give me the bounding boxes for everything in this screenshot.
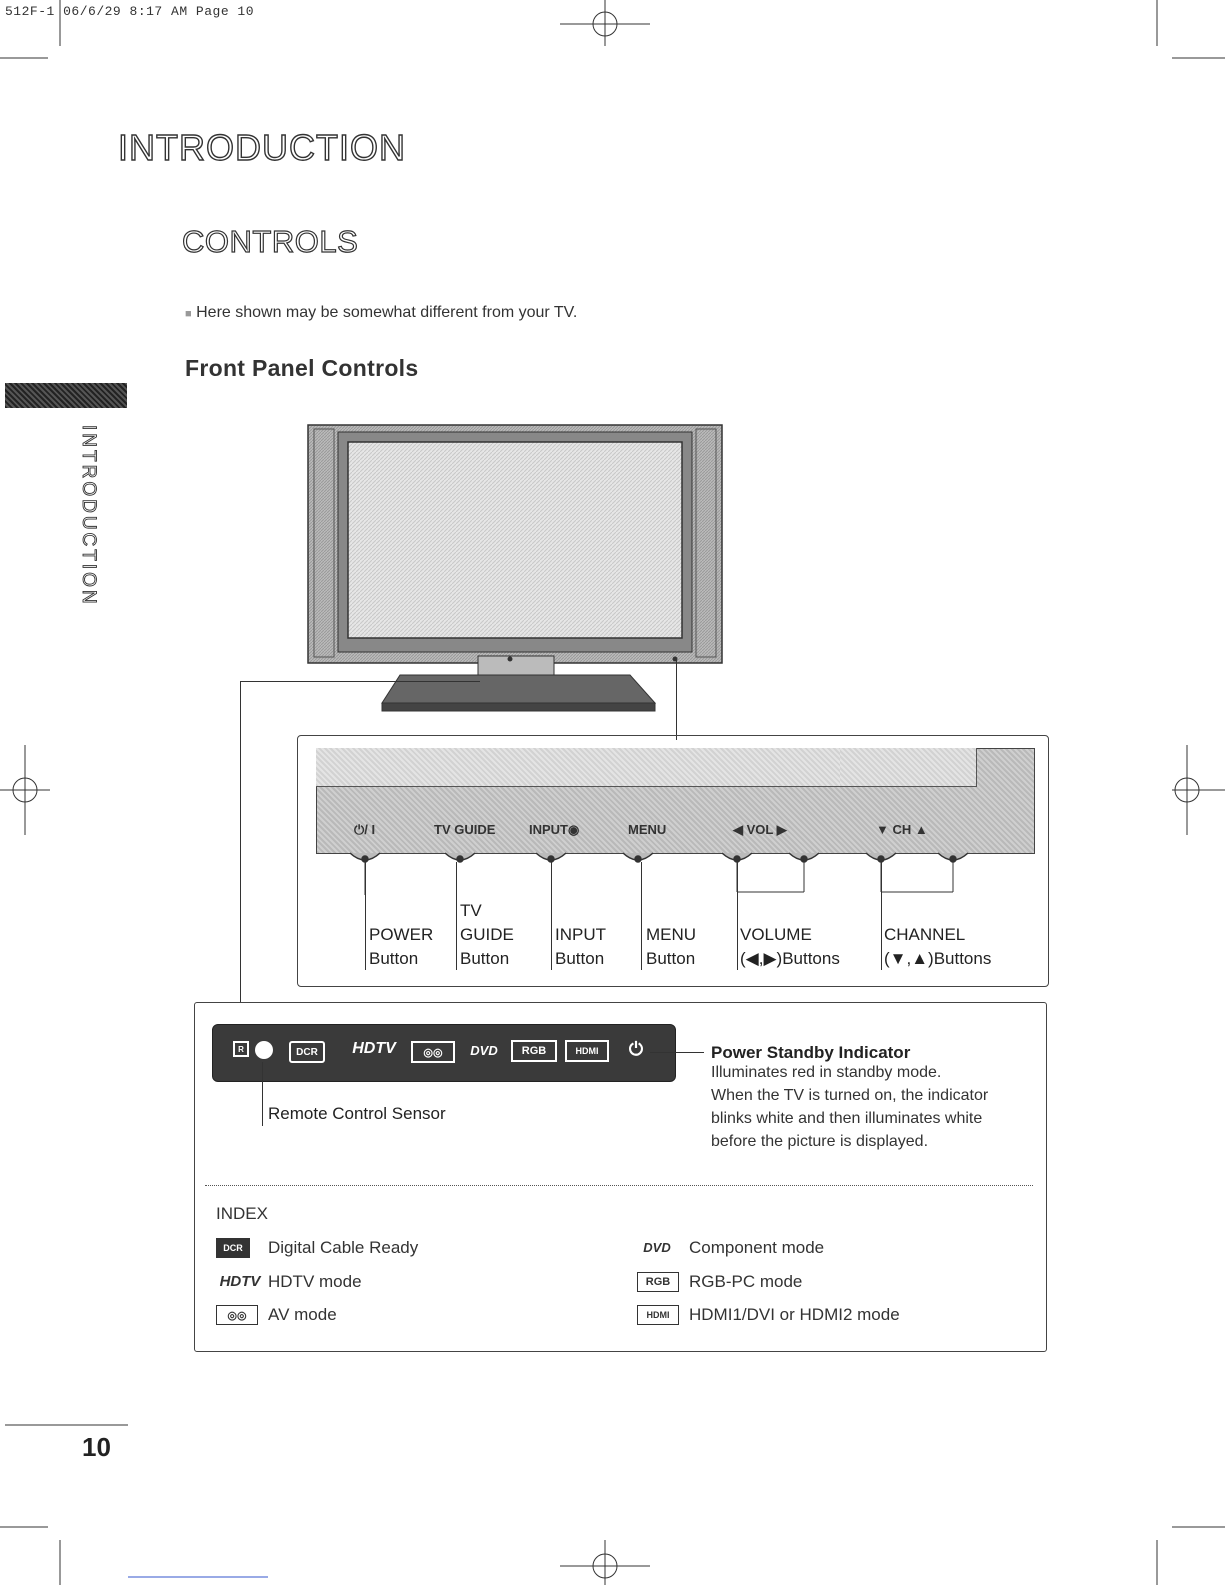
dcr-icon: DCR <box>216 1238 250 1258</box>
index-item-text: AV mode <box>268 1305 337 1324</box>
connector-line <box>240 681 480 682</box>
input-button-label: INPUT◉ <box>529 822 580 837</box>
remote-sensor-label: Remote Control Sensor <box>268 1104 446 1123</box>
callout-line <box>365 862 366 970</box>
indicator-bar: R DCR HDTV ◎◎ DVD RGB HDMI ⏻ <box>212 1024 676 1082</box>
power-standby-desc: Illuminates red in standby mode. When th… <box>711 1064 989 1150</box>
volume-button-label: ◀ VOL ▶ <box>733 822 787 837</box>
index-item-text: Component mode <box>689 1238 825 1257</box>
rgb-logo-icon: RGB <box>511 1040 557 1062</box>
power-button-label: ⏻/ I <box>354 822 376 837</box>
channel-button-label: ▼ CH ▲ <box>876 822 928 837</box>
remote-callout-line <box>262 1062 263 1126</box>
page-heading: CONTROLS <box>181 223 359 259</box>
menu-button-label: MENU <box>628 822 667 837</box>
note: ■ Here shown may be somewhat different f… <box>185 304 577 322</box>
side-tab-label: INTRODUCTION <box>78 425 100 608</box>
callout-channel: CHANNEL (▼,▲)Buttons <box>884 925 992 968</box>
power-callout-line <box>650 1052 704 1053</box>
index-item-text: RGB-PC mode <box>689 1272 803 1291</box>
callout-line <box>551 862 552 970</box>
av-logo-icon: ◎◎ <box>411 1041 455 1063</box>
dcr-logo-icon: DCR <box>289 1041 325 1063</box>
callout-power: POWER Button <box>369 925 434 968</box>
dvd-icon: DVD <box>637 1238 677 1256</box>
section-title: INTRODUCTION <box>117 126 406 168</box>
r-badge-icon: R <box>233 1041 249 1057</box>
hdtv-logo-icon: HDTV <box>352 1040 396 1057</box>
callout-input: INPUT Button <box>555 925 606 968</box>
connector-line <box>240 681 241 1003</box>
note-text: Here shown may be somewhat different fro… <box>196 304 578 321</box>
subheading: Front Panel Controls <box>185 355 419 381</box>
page-number: 10 <box>82 1432 111 1462</box>
print-header: 512F-1 06/6/29 8:17 AM Page 10 <box>5 4 255 19</box>
callout-line <box>456 862 457 970</box>
index-item-text: HDTV mode <box>268 1272 362 1291</box>
hdmi-logo-icon: HDMI <box>565 1040 609 1062</box>
rgb-icon: RGB <box>637 1272 679 1292</box>
callout-line <box>737 862 738 970</box>
panel-top-strip <box>316 748 841 787</box>
power-standby-title: Power Standby Indicator <box>711 1043 911 1062</box>
bullet-icon: ■ <box>185 308 192 320</box>
connector-line <box>676 660 677 740</box>
tv-illustration-icon <box>307 424 723 712</box>
av-icon: ◎◎ <box>216 1305 258 1325</box>
remote-sensor-icon <box>255 1041 273 1059</box>
index-title: INDEX <box>216 1204 268 1223</box>
dvd-logo-icon: DVD <box>470 1042 498 1058</box>
hdtv-icon: HDTV <box>216 1272 264 1290</box>
callout-tvguide: TV GUIDE Button <box>460 901 514 968</box>
hdmi-icon: HDMI <box>637 1305 679 1325</box>
tvguide-button-label: TV GUIDE <box>434 822 496 837</box>
side-tab-marker <box>5 383 127 408</box>
power-symbol-icon: ⏻ <box>628 1038 644 1059</box>
callout-line <box>641 862 642 970</box>
index-item-text: Digital Cable Ready <box>268 1238 419 1257</box>
callout-line <box>881 862 882 970</box>
callout-menu: MENU Button <box>646 925 697 968</box>
panel-top-strip-right <box>840 748 977 787</box>
callout-volume: VOLUME (◀,▶)Buttons <box>740 925 840 968</box>
front-panel-box <box>297 735 1049 987</box>
index-item-text: HDMI1/DVI or HDMI2 mode <box>689 1305 900 1324</box>
divider <box>205 1185 1033 1186</box>
panel-buttons-icon <box>349 852 969 895</box>
indicator-box <box>194 1002 1047 1352</box>
